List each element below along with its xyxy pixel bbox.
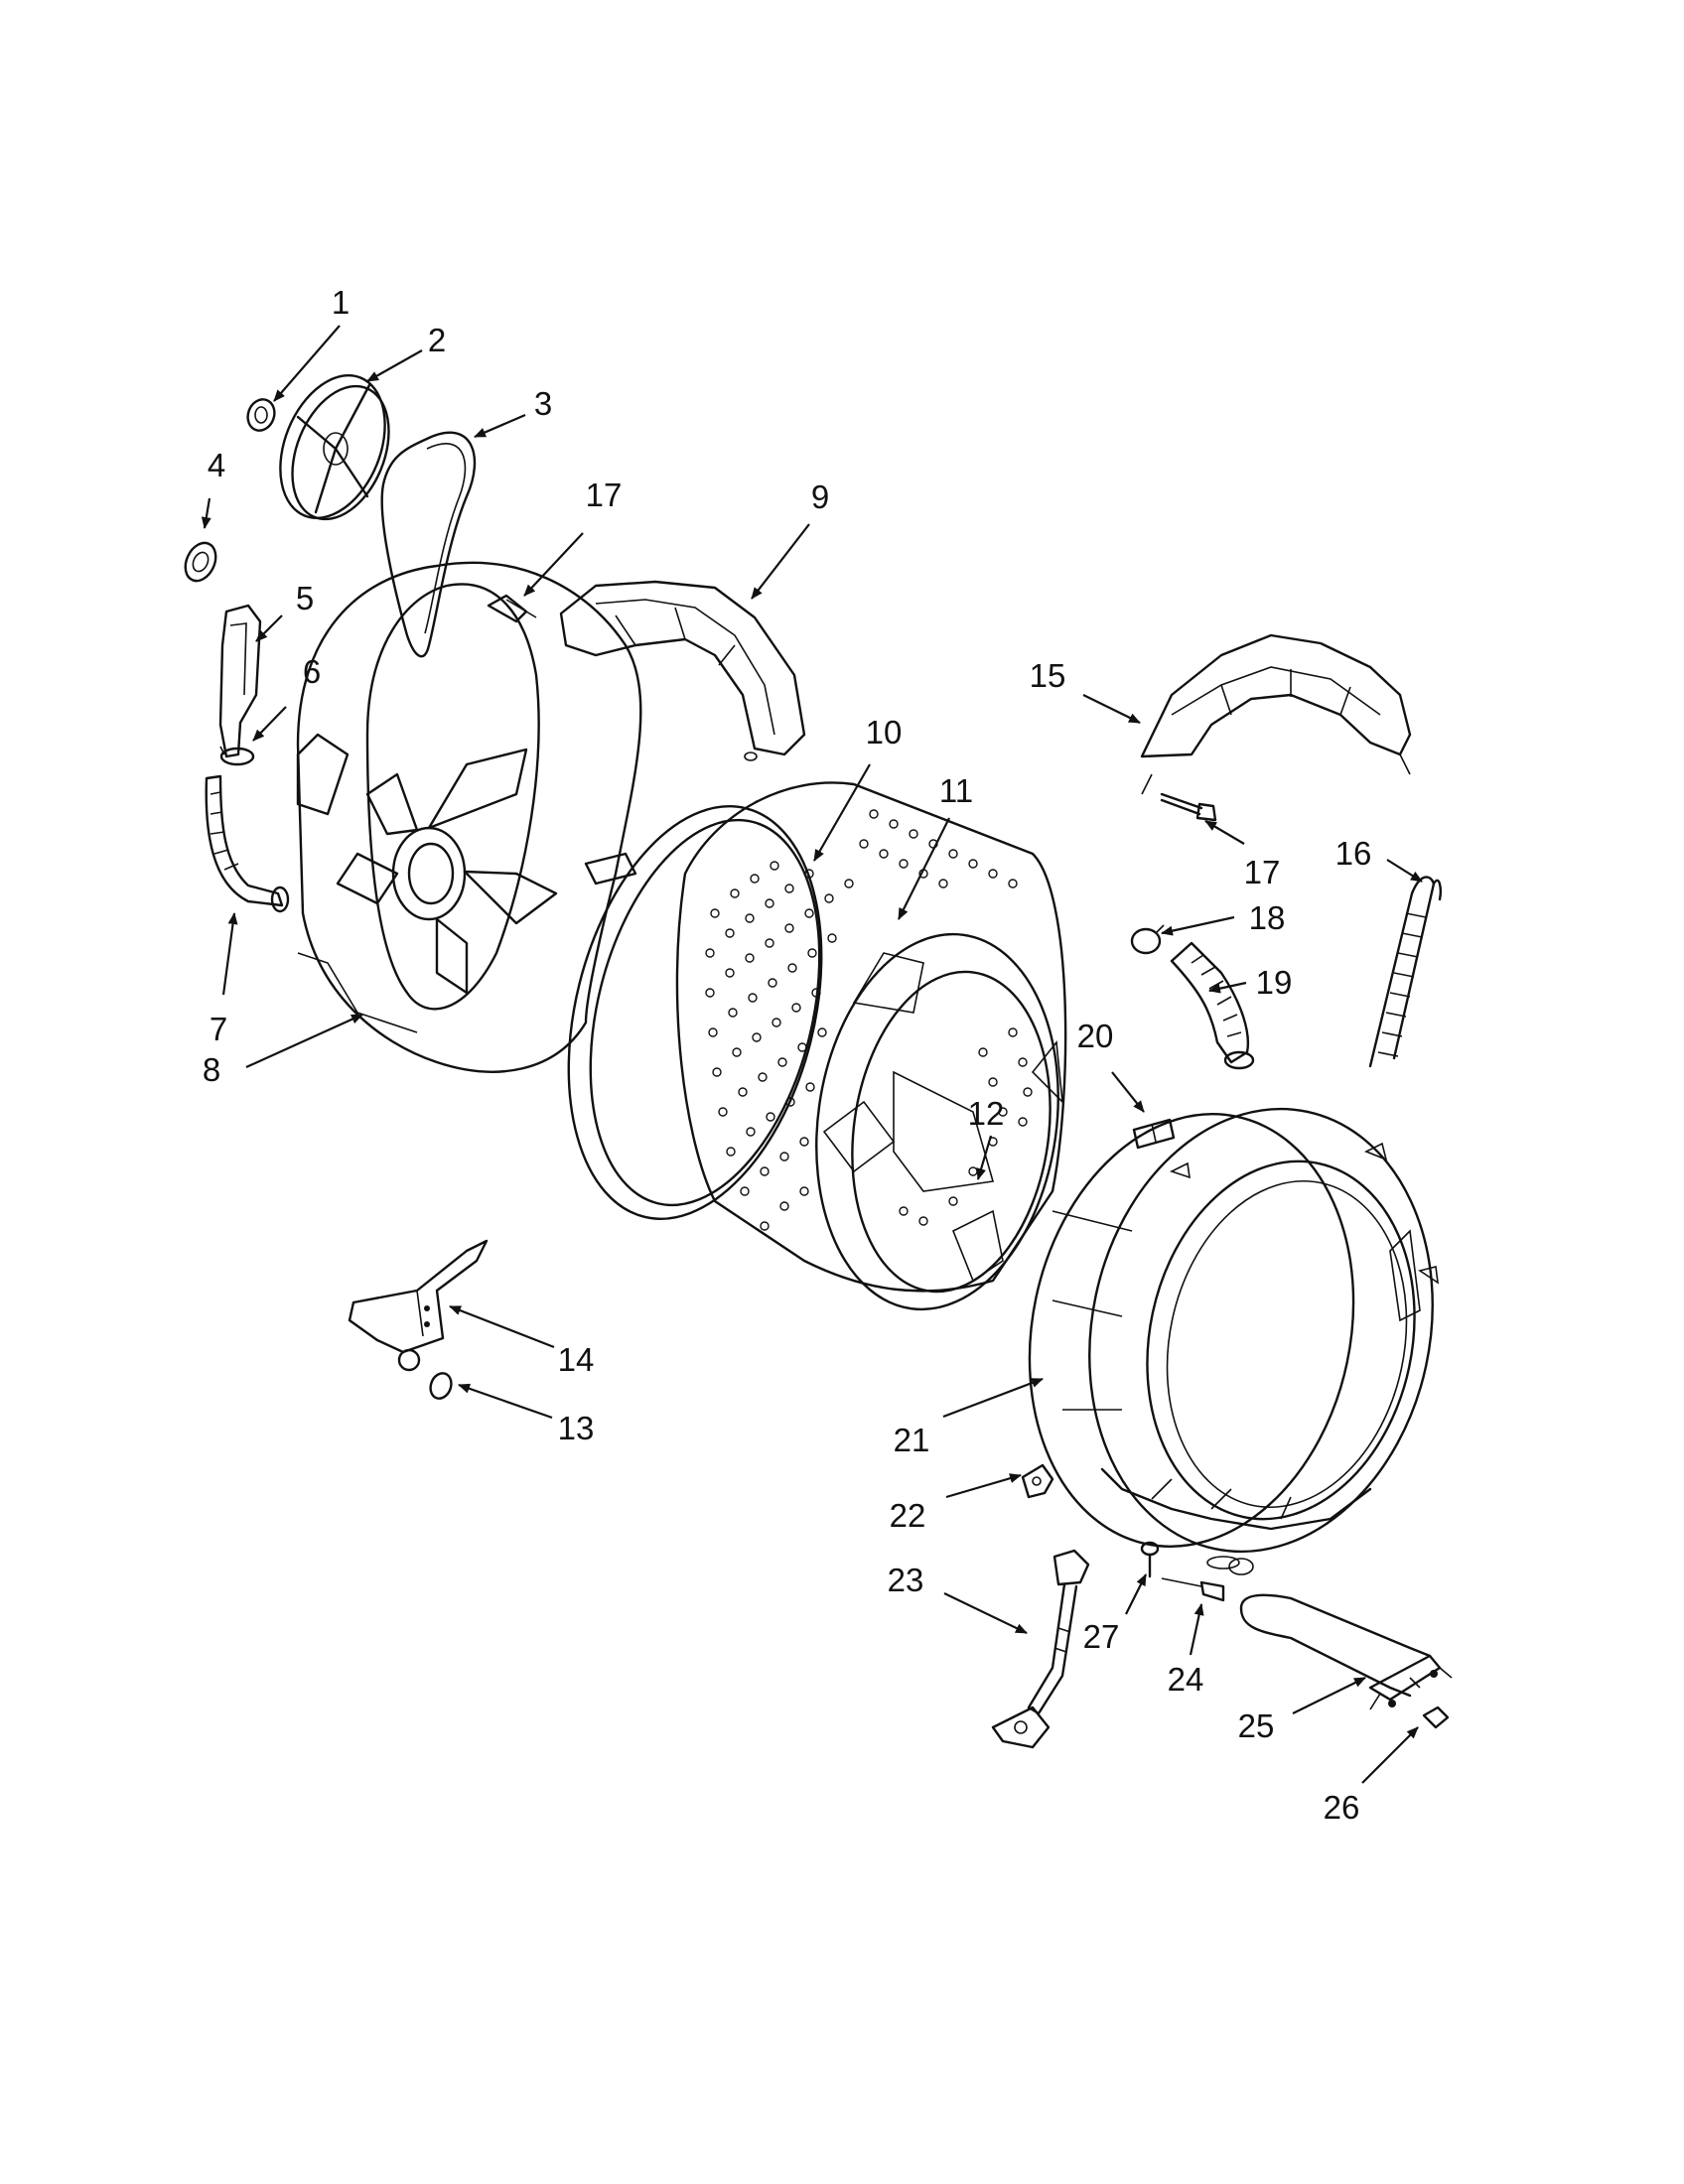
part-22-small-bracket xyxy=(1021,1463,1054,1499)
callout-6: 6 xyxy=(303,653,321,690)
leader-8 xyxy=(245,1013,363,1069)
part-23-shock-absorber xyxy=(991,1549,1090,1749)
part-16-spring xyxy=(1368,876,1442,1068)
leader-1 xyxy=(273,325,341,402)
leader-17a xyxy=(523,532,584,597)
leader-23 xyxy=(943,1592,1028,1634)
callout-1: 1 xyxy=(332,284,350,321)
callout-7: 7 xyxy=(210,1011,227,1047)
part-1-nut xyxy=(246,398,276,432)
callout-3: 3 xyxy=(534,385,552,422)
callout-9: 9 xyxy=(811,478,829,515)
part-7-hose xyxy=(205,774,290,913)
part-21-front-tub xyxy=(1028,1107,1440,1554)
callout-5: 5 xyxy=(296,580,314,616)
part-10-tub-seal xyxy=(567,805,823,1220)
callout-17b: 17 xyxy=(1244,854,1281,890)
leader-17b xyxy=(1204,820,1245,845)
callout-15: 15 xyxy=(1030,657,1066,694)
part-9-upper-bracket xyxy=(559,580,806,761)
part-3-drive-belt xyxy=(380,431,477,658)
part-18-clamp xyxy=(1130,924,1165,955)
callout-21: 21 xyxy=(894,1422,930,1458)
leader-21 xyxy=(942,1377,1044,1419)
leader-2 xyxy=(366,349,423,382)
leader-4 xyxy=(201,497,211,529)
leader-12 xyxy=(976,1135,993,1180)
drum-perforations xyxy=(705,809,1033,1231)
leader-27 xyxy=(1125,1573,1147,1615)
leader-20 xyxy=(1111,1071,1145,1113)
leader-6 xyxy=(252,706,287,742)
callout-16: 16 xyxy=(1335,835,1372,872)
callout-2: 2 xyxy=(428,322,446,358)
part-25-heating-element xyxy=(1239,1593,1453,1710)
leader-19 xyxy=(1208,981,1247,994)
callout-27: 27 xyxy=(1083,1618,1120,1655)
leader-22 xyxy=(945,1473,1022,1499)
leader-7 xyxy=(221,912,238,996)
callout-19: 19 xyxy=(1256,964,1293,1001)
callout-24: 24 xyxy=(1168,1661,1204,1698)
callout-22: 22 xyxy=(890,1497,926,1534)
part-2-pulley xyxy=(279,373,390,521)
callout-8: 8 xyxy=(203,1051,220,1088)
part-20-clip xyxy=(1132,1118,1176,1150)
leader-arrows xyxy=(201,325,1423,1784)
leader-9 xyxy=(751,523,810,600)
leader-14 xyxy=(449,1304,555,1349)
leader-18 xyxy=(1161,915,1235,936)
part-27-screw xyxy=(1140,1541,1160,1578)
callout-18: 18 xyxy=(1249,899,1286,936)
callout-12: 12 xyxy=(968,1095,1005,1132)
callout-10: 10 xyxy=(866,714,903,751)
part-5-bracket xyxy=(218,604,262,758)
part-6-clamp xyxy=(219,746,255,766)
part-15-shield xyxy=(1140,633,1412,795)
callout-13: 13 xyxy=(558,1410,595,1446)
part-8-rear-tub xyxy=(296,561,642,1073)
leader-13 xyxy=(458,1383,553,1420)
part-24-sensor xyxy=(1161,1556,1254,1602)
callout-labels: 1 2 3 4 5 6 7 8 9 10 11 12 13 14 15 16 1… xyxy=(203,284,1372,1826)
part-11-drum xyxy=(675,781,1067,1311)
part-4-seal xyxy=(184,541,217,583)
leader-26 xyxy=(1361,1726,1419,1784)
callout-20: 20 xyxy=(1077,1018,1114,1054)
part-17-bolt-right xyxy=(1160,792,1217,822)
callout-26: 26 xyxy=(1324,1789,1360,1826)
callout-14: 14 xyxy=(558,1341,595,1378)
part-26-connector xyxy=(1422,1706,1450,1729)
callout-11: 11 xyxy=(939,772,973,809)
leader-16 xyxy=(1386,859,1423,883)
callout-23: 23 xyxy=(888,1562,924,1598)
leader-24 xyxy=(1189,1603,1204,1656)
callout-4: 4 xyxy=(208,447,225,483)
leader-25 xyxy=(1292,1677,1366,1714)
leader-15 xyxy=(1082,694,1141,724)
leader-10 xyxy=(813,763,871,862)
part-17-bolt-left xyxy=(487,594,537,623)
leader-3 xyxy=(474,413,526,439)
callout-17a: 17 xyxy=(586,477,623,513)
part-14-bracket xyxy=(348,1239,489,1372)
leader-11 xyxy=(898,817,950,920)
part-13-o-ring xyxy=(429,1372,453,1400)
leader-5 xyxy=(255,614,283,642)
callout-25: 25 xyxy=(1238,1707,1275,1744)
part-19-bellows-hose xyxy=(1170,941,1255,1070)
